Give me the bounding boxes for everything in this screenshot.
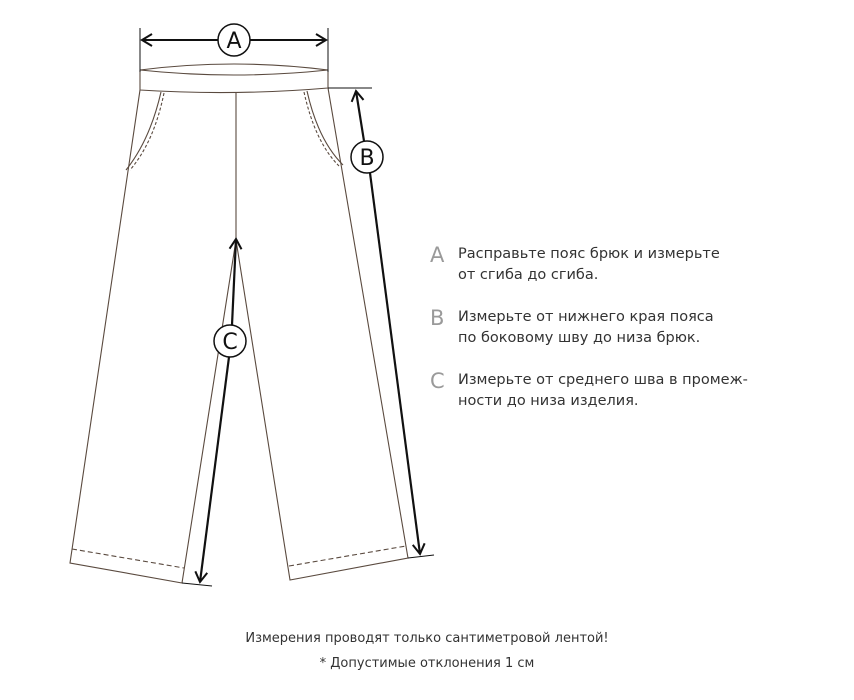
left-leg: [69, 89, 237, 584]
right-pocket: [306, 90, 344, 166]
marker-a: [217, 23, 251, 57]
right-leg: [235, 87, 409, 581]
legend-item-a: A Расправьте пояс брюк и измерьте от сги…: [430, 244, 830, 286]
marker-b: [350, 140, 384, 174]
svg-text:A: A: [226, 29, 241, 54]
measure-c: C: [181, 237, 247, 587]
legend-text: Измерьте от среднего шва в промеж- ности…: [458, 372, 748, 409]
legend-letter: B: [430, 306, 445, 330]
legend-letter: A: [430, 243, 445, 267]
right-hem-stitch: [288, 545, 407, 567]
legend-item-b: B Измерьте от нижнего края пояса по боко…: [430, 307, 830, 349]
measure-b: B: [328, 87, 435, 559]
trousers-outline: [69, 63, 409, 584]
note-tolerance: * Допустимые отклонения 1 см: [319, 656, 535, 671]
waistband: [139, 70, 329, 94]
measurement-legend: A Расправьте пояс брюк и измерьте от сги…: [430, 244, 830, 433]
left-hem-stitch: [71, 548, 185, 569]
left-pocket: [125, 91, 162, 171]
marker-c: [213, 324, 247, 358]
svg-text:B: B: [359, 146, 374, 171]
legend-text: Измерьте от нижнего края пояса по боково…: [458, 309, 714, 346]
legend-letter: C: [430, 369, 445, 393]
svg-text:C: C: [222, 330, 237, 355]
legend-text: Расправьте пояс брюк и измерьте от сгиба…: [458, 246, 720, 283]
legend-item-c: C Измерьте от среднего шва в промеж- нос…: [430, 370, 830, 412]
measure-a: A: [139, 23, 329, 72]
note-tape-only: Измерения проводят только сантиметровой …: [245, 631, 609, 646]
waistband-top: [139, 63, 329, 76]
